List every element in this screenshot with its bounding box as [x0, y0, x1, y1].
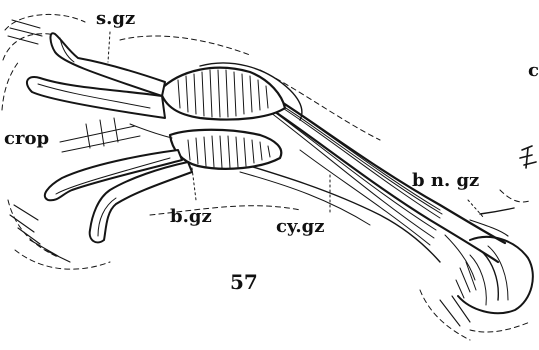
- figure-number: 57: [230, 272, 258, 292]
- label-bn-gz: b n. gz: [412, 172, 479, 190]
- label-b-gz: b.gz: [170, 208, 212, 226]
- label-crop: crop: [4, 130, 49, 148]
- label-s-gz: s.gz: [96, 10, 135, 28]
- upper-gland-body: [160, 63, 302, 120]
- label-cy-gz: cy.gz: [276, 218, 324, 236]
- gland-tubules: [27, 33, 192, 242]
- detached-fragment: [520, 146, 536, 168]
- crop-hatching: [60, 118, 172, 152]
- label-edge-c: c: [528, 62, 539, 80]
- bulbous-end: [445, 208, 533, 313]
